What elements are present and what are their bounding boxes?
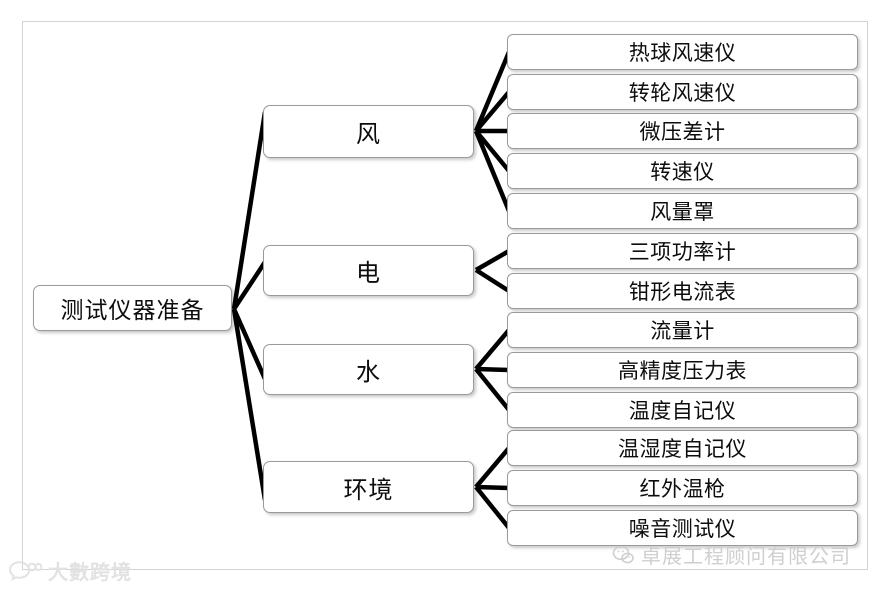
node-category-huanjing-label: 环境 [343,477,394,504]
node-leaf-wendu-zijiyi[interactable]: 温度自记仪 [507,392,858,428]
link-feng-leaf-4 [474,129,511,173]
link-shui-leaf-1 [474,328,511,371]
node-leaf-hongwai-wenqiang[interactable]: 红外温枪 [507,470,858,506]
node-root-label: 测试仪器准备 [60,298,205,323]
link-huanjing-leaf-1 [474,446,511,489]
link-feng-leaf-2 [474,90,511,133]
node-leaf-liuliangji[interactable]: 流量计 [507,312,858,348]
link-huanjing-leaf-2 [475,484,510,491]
node-leaf-label: 微压差计 [639,120,726,144]
node-leaf-label: 温湿度自记仪 [618,437,747,461]
node-leaf-wenshidu-zijiyi[interactable]: 温湿度自记仪 [507,430,858,466]
link-feng-leaf-5 [473,130,512,212]
node-leaf-label: 热球风速仪 [628,41,737,65]
node-category-huanjing[interactable]: 环境 [263,461,474,513]
node-category-shui-label: 水 [356,360,381,386]
node-leaf-label: 流量计 [650,319,715,343]
node-category-feng-label: 风 [356,122,381,148]
node-leaf-label: 高精度压力表 [618,359,747,383]
node-leaf-zhuansuyi[interactable]: 转速仪 [507,153,858,189]
node-leaf-fengliangzhao[interactable]: 风量罩 [507,193,858,229]
node-leaf-label: 红外温枪 [639,477,726,501]
link-root-to-feng [231,111,268,310]
link-root-to-huanjing [231,308,268,501]
node-leaf-gaojingdu-yalibiao[interactable]: 高精度压力表 [507,352,858,388]
link-root-to-shui [231,308,268,380]
slide-frame-border [22,21,868,570]
node-leaf-sanxiang-gonglvji[interactable]: 三项功率计 [507,233,858,269]
node-category-shui[interactable]: 水 [263,344,474,395]
node-leaf-qianxing-dianliubiao[interactable]: 钳形电流表 [507,273,858,309]
node-leaf-label: 转轮风速仪 [628,81,737,105]
link-dian-leaf-1 [474,249,511,272]
node-leaf-zaoyin-ceshiyi[interactable]: 噪音测试仪 [507,510,858,546]
node-category-dian[interactable]: 电 [263,245,474,296]
node-leaf-label: 钳形电流表 [628,280,737,304]
link-huanjing-leaf-3 [474,485,511,530]
link-shui-leaf-2 [475,366,510,373]
node-root[interactable]: 测试仪器准备 [33,285,232,331]
node-leaf-label: 三项功率计 [628,240,737,264]
node-leaf-label: 噪音测试仪 [628,517,737,541]
node-category-feng[interactable]: 风 [263,105,474,158]
node-leaf-requ-fengsuyi[interactable]: 热球风速仪 [507,34,858,70]
link-shui-leaf-3 [474,367,511,412]
node-category-dian-label: 电 [356,261,381,287]
node-leaf-label: 转速仪 [650,160,715,184]
node-leaf-label: 风量罩 [650,200,715,224]
link-root-to-dian [232,260,267,311]
link-feng-leaf-1 [473,51,512,132]
node-leaf-weiyachaji[interactable]: 微压差计 [507,113,858,149]
node-leaf-label: 温度自记仪 [628,399,737,423]
node-leaf-zhuanlun-fengsuyi[interactable]: 转轮风速仪 [507,74,858,110]
link-dian-leaf-2 [474,268,511,293]
